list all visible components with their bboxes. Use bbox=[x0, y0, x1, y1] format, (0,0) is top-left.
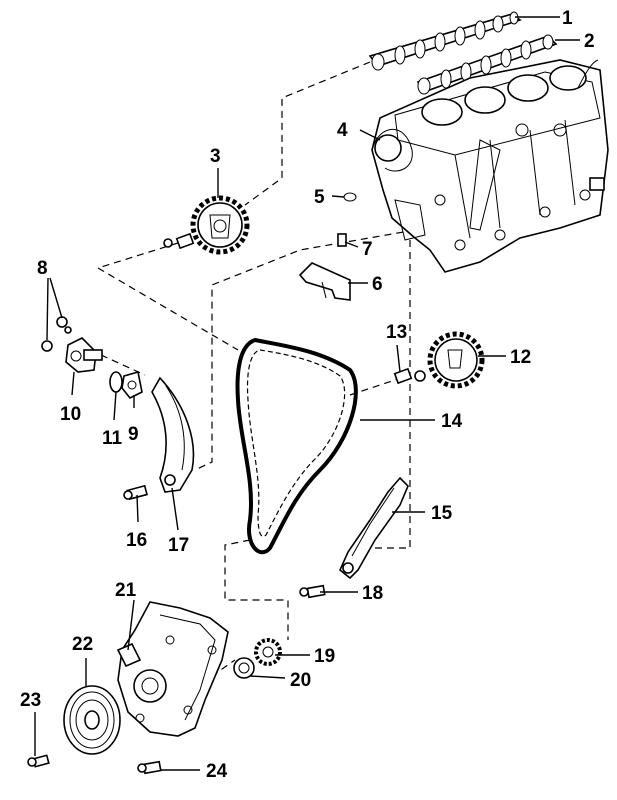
crank-sprocket-19 bbox=[254, 638, 282, 666]
callout-15: 15 bbox=[431, 503, 453, 524]
bolt-23 bbox=[27, 754, 50, 768]
tensioner-plunger-9 bbox=[121, 370, 143, 400]
callout-1: 1 bbox=[562, 8, 573, 29]
callout-3: 3 bbox=[210, 146, 221, 167]
callout-17: 17 bbox=[168, 535, 189, 556]
callout-23: 23 bbox=[20, 690, 41, 711]
callout-21: 21 bbox=[115, 580, 137, 601]
camshaft-sprocket-3 bbox=[163, 195, 250, 255]
callout-8: 8 bbox=[37, 258, 48, 279]
callout-12: 12 bbox=[510, 347, 531, 368]
bolt-7 bbox=[337, 233, 347, 247]
bolt-16 bbox=[123, 484, 148, 501]
callout-4: 4 bbox=[337, 120, 348, 141]
bolt-18 bbox=[299, 584, 326, 599]
camshaft-sprocket-12 bbox=[393, 331, 485, 389]
leader-lines bbox=[34, 16, 580, 771]
callout-14: 14 bbox=[441, 411, 463, 432]
tensioner-arm-17 bbox=[151, 376, 195, 493]
cylinder-head-block bbox=[371, 59, 609, 273]
o-ring-5 bbox=[343, 192, 357, 202]
callout-18: 18 bbox=[362, 583, 383, 604]
callout-19: 19 bbox=[314, 646, 335, 667]
callout-2: 2 bbox=[584, 31, 595, 52]
callout-10: 10 bbox=[60, 404, 81, 425]
callout-22: 22 bbox=[72, 634, 93, 655]
bolt-24 bbox=[137, 760, 162, 775]
chain-tensioner-10 bbox=[65, 337, 103, 373]
gasket-11 bbox=[109, 371, 123, 393]
callout-7: 7 bbox=[362, 239, 373, 260]
callout-24: 24 bbox=[206, 761, 228, 782]
crank-pulley-22 bbox=[63, 685, 121, 755]
front-cover-21 bbox=[116, 601, 229, 737]
callout-20: 20 bbox=[290, 670, 311, 691]
washers-8 bbox=[41, 316, 72, 352]
callout-5: 5 bbox=[314, 187, 325, 208]
callout-16: 16 bbox=[126, 530, 147, 551]
spacer-20 bbox=[233, 657, 255, 679]
callout-11: 11 bbox=[102, 428, 123, 449]
chain-guide-6 bbox=[298, 262, 351, 301]
callout-13: 13 bbox=[386, 322, 407, 343]
chain-guide-15 bbox=[339, 476, 409, 580]
callout-9: 9 bbox=[128, 424, 139, 445]
callout-6: 6 bbox=[372, 274, 383, 295]
callout-labels: 1 2 3 4 5 7 6 8 9 10 11 12 13 14 15 16 1… bbox=[20, 8, 595, 782]
camshaft-intake bbox=[368, 11, 522, 71]
camshaft-exhaust bbox=[416, 34, 558, 95]
timing-chain bbox=[235, 337, 358, 555]
